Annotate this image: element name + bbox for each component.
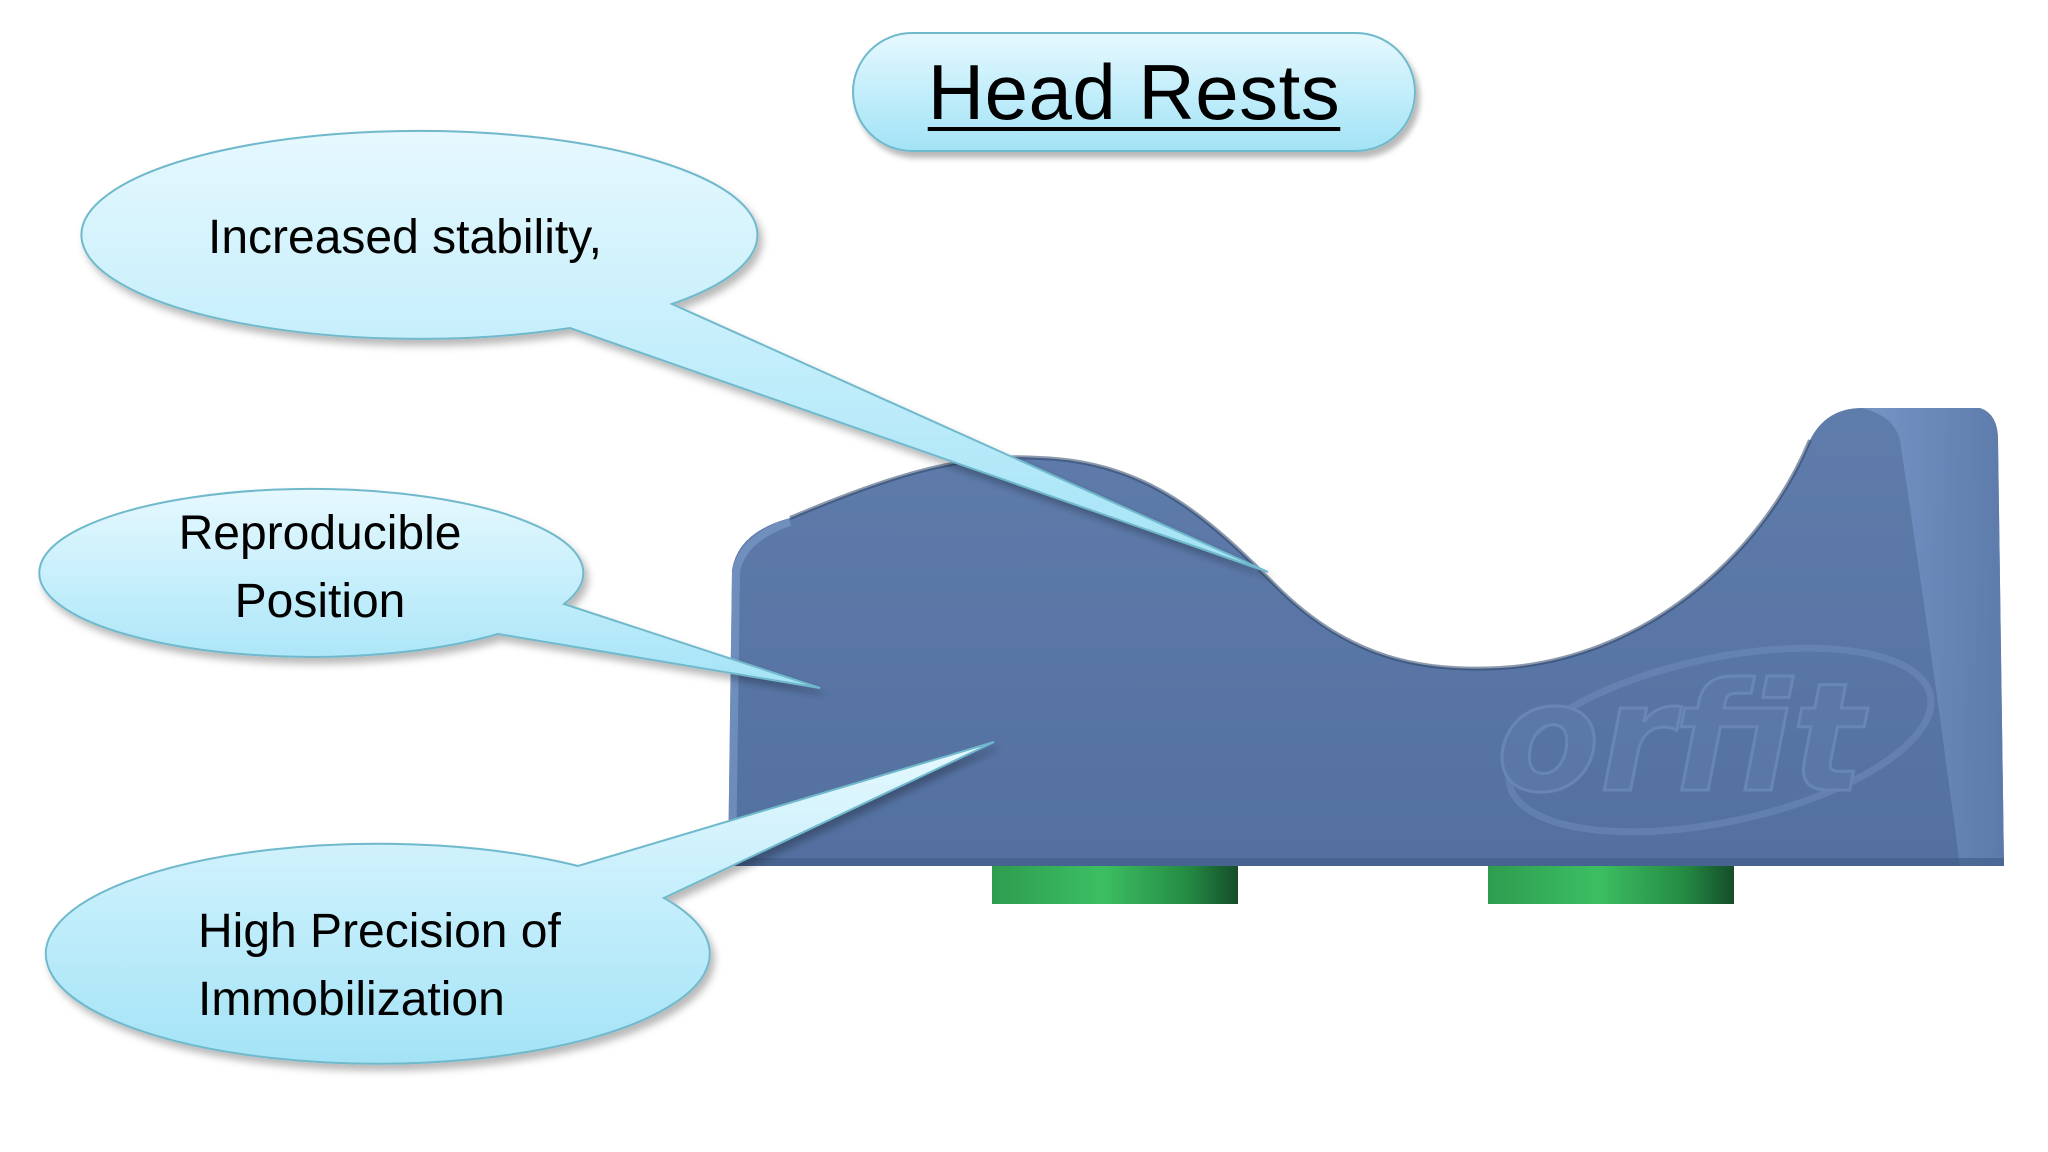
headrest-back-face [1862,408,2004,866]
callout-line: Reproducible [178,507,462,560]
callout-shape-stability [80,129,1269,573]
callout-shape-reproducible [38,487,821,689]
headrest-feet [992,862,1734,904]
headrest-body [728,408,2004,866]
headrest-image: orfit [728,408,2004,867]
callout-bubble-stability [80,129,1269,573]
title-banner: Head Rests [852,32,1416,152]
orfit-logo-text: orfit [1497,652,1869,826]
callout-text-precision: High Precision of Immobilization [198,898,561,1034]
headrest-base-shadow [728,858,2004,866]
headrest-foot-left [992,862,1238,904]
callout-bubble-reproducible [38,487,821,689]
callout-text-stability: Increased stability, [208,204,602,272]
callout-line: Immobilization [198,973,505,1026]
headrest-front-edge [728,518,792,867]
page-title: Head Rests [927,47,1341,136]
callout-line: Position [234,575,406,628]
callout-shape-precision [44,741,995,1065]
callout-line: Increased stability, [208,211,602,264]
callout-text-reproducible: Reproducible Position [168,500,472,636]
callout-line: High Precision of [198,905,561,958]
callout-bubble-precision [44,741,995,1065]
headrest-foot-right [1488,862,1734,904]
orfit-logo: orfit [1495,644,1935,836]
